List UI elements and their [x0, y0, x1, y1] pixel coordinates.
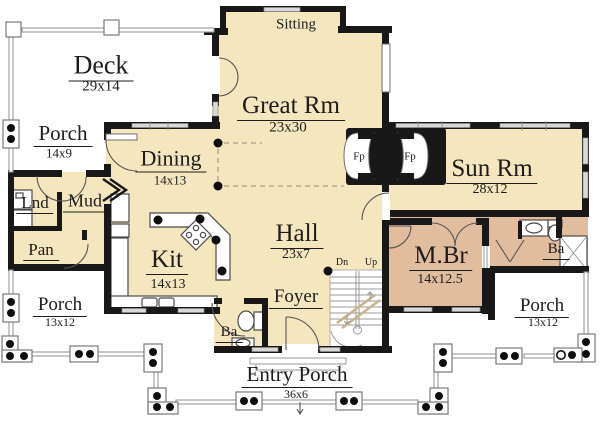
room-label-lnd: Lnd	[16, 194, 54, 214]
master-bath-fixtures	[495, 219, 588, 271]
room-label-pan: Pan	[23, 241, 59, 261]
railings	[1, 19, 596, 416]
staircase	[323, 266, 386, 349]
doors	[36, 56, 479, 355]
room-label-dining: Dining	[135, 147, 207, 173]
room-label-hall: Hall	[270, 221, 324, 249]
fireplace-label-right: Fp	[404, 150, 416, 163]
room-label-entry-porch: Entry Porch	[241, 364, 353, 388]
stairs-up-label: Up	[364, 257, 378, 268]
room-label-sun-rm: Sun Rm	[446, 156, 538, 184]
room-dim-porch-sw: 13x12	[45, 315, 75, 329]
room-label-porch-nw: Porch	[33, 123, 93, 147]
fireplace	[343, 128, 446, 185]
door-arc-icon	[105, 139, 138, 172]
walls	[8, 6, 589, 353]
room-dim-great-rm: 23x30	[269, 119, 307, 136]
room-dim-entry-porch: 36x6	[284, 387, 308, 401]
room-dim-porch-se: 13x12	[528, 315, 558, 329]
columns	[213, 138, 223, 191]
room-label-mud: Mud	[62, 192, 108, 213]
room-label-porch-se: Porch	[514, 296, 570, 318]
entry-door-icon	[285, 316, 320, 351]
sink-icon	[141, 297, 158, 308]
room-label-great-rm: Great Rm	[237, 93, 345, 121]
room-label-ba-foyer: Ba	[215, 325, 243, 343]
washer-dryer-icon	[12, 189, 33, 228]
french-door-icon	[218, 57, 239, 78]
windows	[121, 7, 589, 352]
room-dim-kit: 14x13	[150, 277, 186, 292]
stairs-down-label: Dn	[335, 257, 349, 268]
room-dim-sun-rm: 28x12	[472, 182, 508, 197]
deck-post-icon	[5, 21, 22, 38]
room-label-foyer: Foyer	[268, 287, 324, 309]
toilet-icon	[253, 311, 264, 331]
room-dim-hall: 23x7	[282, 247, 310, 262]
room-label-kit: Kit	[146, 247, 188, 275]
room-dim-deck: 29x14	[82, 78, 120, 95]
column-icon	[323, 266, 333, 276]
room-label-ba-master: Ba	[542, 242, 570, 260]
room-dim-porch-nw: 14x9	[46, 145, 72, 161]
entry-arrow-icon	[296, 402, 304, 416]
fireplace-label-left: Fp	[353, 150, 365, 163]
kitchen-island	[149, 212, 231, 281]
cased-opening-icon	[102, 178, 129, 202]
room-dim-dining: 14x13	[153, 172, 187, 188]
column-dashed-lines	[217, 142, 344, 187]
room-label-deck: Deck	[68, 52, 134, 82]
room-label-sitting: Sitting	[275, 16, 317, 33]
room-label-porch-sw: Porch	[32, 295, 88, 317]
oven-icon	[110, 223, 130, 238]
room-label-m-br: M.Br	[409, 243, 473, 271]
room-dim-m-br: 14x12.5	[417, 272, 463, 287]
cooktop-icon	[180, 219, 212, 251]
